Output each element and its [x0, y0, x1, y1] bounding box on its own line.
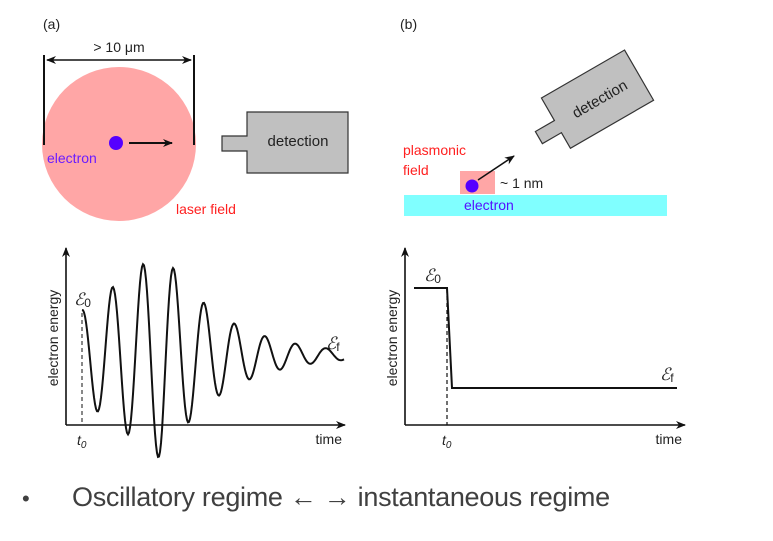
plasmonic-field-label-1: plasmonic	[403, 142, 466, 158]
graph-b-e0-label: ℰ0	[424, 266, 441, 286]
caption-bullet: •	[22, 486, 30, 511]
emission-arrow	[477, 155, 515, 181]
graph-a-ef-label: ℰf	[326, 334, 340, 354]
graph-a-t0-label: t0	[77, 432, 87, 451]
detector-label: detection	[268, 133, 329, 150]
panel-a-label: (a)	[43, 16, 60, 32]
electron-dot-b	[465, 179, 479, 193]
plasmonic-field-label-2: field	[403, 162, 429, 178]
caption-text: Oscillatory regime ← → instantaneous reg…	[72, 482, 610, 512]
graph-b-ylabel: electron energy	[384, 290, 400, 387]
graph-b-step-curve	[414, 287, 677, 389]
graph-a-xlabel: time	[316, 431, 343, 447]
tilted-detector: detection	[534, 49, 655, 150]
plasmonic-field-region	[460, 171, 495, 194]
graph-a-ylabel: electron energy	[45, 290, 61, 387]
graph-b-ef-label: ℰf	[660, 365, 674, 385]
panel-b: (b) plasmonic field ~ 1 nm electron dete…	[384, 16, 686, 451]
distance-label: ~ 1 nm	[500, 175, 543, 191]
panel-a: (a) > 10 μm electron laser field detecti…	[42, 16, 349, 459]
electron-label-b: electron	[464, 197, 514, 213]
detector-shape	[221, 111, 349, 174]
graph-a-oscillation-curve	[81, 262, 345, 459]
laser-field-label: laser field	[176, 201, 236, 217]
electron-dot	[109, 136, 123, 150]
metal-surface	[404, 195, 667, 216]
dimension-label: > 10 μm	[93, 39, 144, 55]
graph-b-xlabel: time	[656, 431, 683, 447]
graph-b-t0-label: t0	[442, 432, 452, 451]
panel-b-label: (b)	[400, 16, 417, 32]
electron-label: electron	[47, 150, 97, 166]
caption: • Oscillatory regime ← → instantaneous r…	[0, 478, 773, 528]
detector-shape-b	[534, 49, 655, 150]
graph-a-e0-label: ℰ0	[74, 290, 91, 310]
